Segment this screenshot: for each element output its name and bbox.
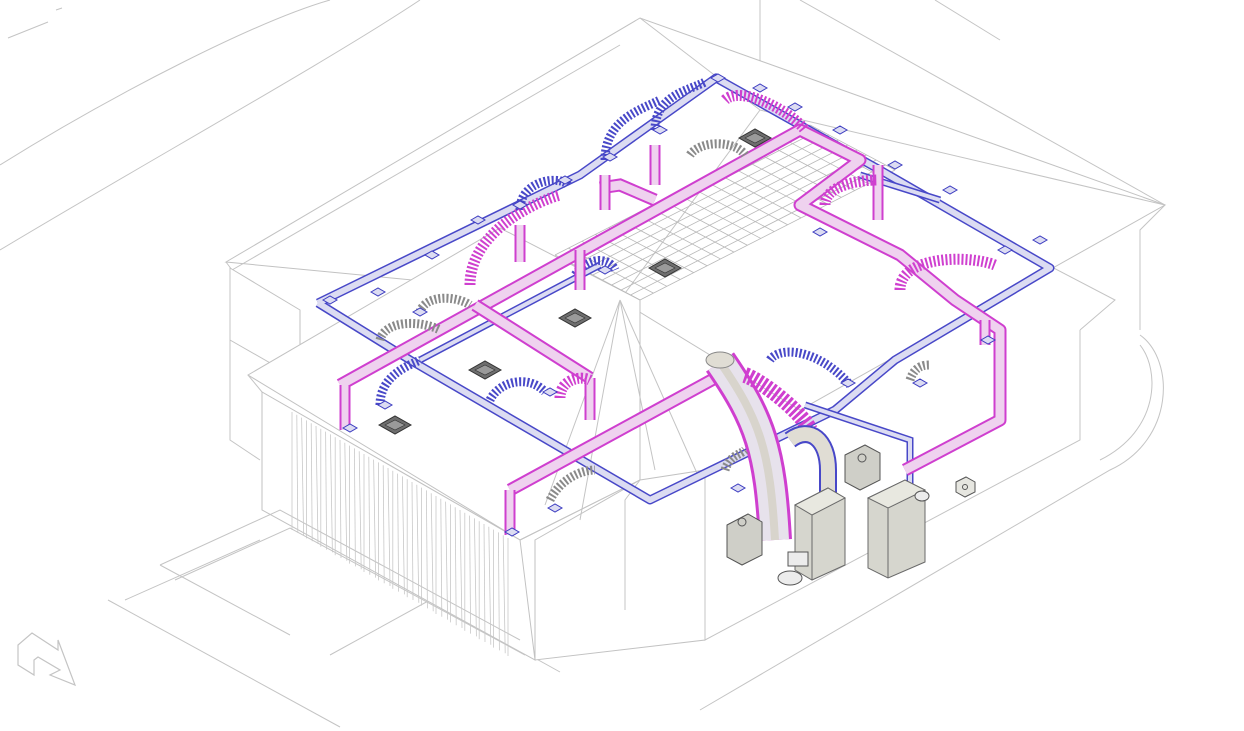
facade-slat	[382, 465, 385, 584]
curved-return-arrow-icon	[17, 632, 77, 687]
facade-slat	[498, 532, 500, 651]
facade-slat	[469, 515, 471, 634]
facade-slat	[387, 467, 391, 587]
facade-slat	[459, 509, 463, 629]
ceiling-diffuser-icon	[979, 335, 997, 345]
ceiling-diffuser-icon	[376, 400, 394, 410]
ceiling-diffuser-icon	[941, 185, 959, 195]
toilet-fixture	[777, 490, 930, 586]
facade-slat	[440, 498, 443, 617]
water-heater-box	[844, 444, 881, 491]
hatch-line	[602, 149, 858, 281]
facade-curtain-slats	[291, 412, 509, 656]
floor-grilles	[377, 128, 773, 435]
hatch-line	[621, 220, 708, 267]
ceiling-diffuser-icon	[423, 250, 441, 260]
ceiling-diffuser-icon	[751, 83, 769, 93]
facade-slat	[488, 526, 492, 645]
hatch-line	[583, 139, 839, 271]
hatch-line	[630, 164, 886, 296]
facade-slat	[397, 473, 399, 592]
main-supply-trunk	[705, 351, 837, 541]
ceiling-diffuser-icon	[546, 503, 564, 513]
return-grille-insert	[384, 419, 406, 431]
ceiling-diffuser-icon	[786, 102, 804, 112]
gray-flex-ducts	[375, 139, 931, 503]
ceiling-diffuser-icon	[469, 215, 487, 225]
hatch-line	[715, 172, 802, 219]
ceiling-diffuser-icon	[503, 527, 521, 537]
facade-slat	[301, 417, 304, 536]
hatch-line	[611, 154, 867, 286]
facade-slat	[430, 493, 434, 612]
facade-slat	[315, 425, 319, 545]
ceiling-diffuser-icon	[729, 483, 747, 493]
small-equipment-box	[955, 476, 976, 498]
mechanical-equipment	[726, 444, 976, 586]
ceiling-diffuser-icon	[596, 265, 614, 275]
ceiling-diffuser-icon	[651, 125, 669, 135]
ceiling-diffuser-icon	[911, 378, 929, 388]
return-grille-insert	[564, 312, 586, 324]
hatch-line	[809, 124, 896, 171]
ceiling-diffuser-icon	[541, 387, 559, 397]
facade-slat	[483, 523, 486, 643]
facade-slat	[330, 434, 333, 553]
supply-ductwork	[336, 90, 1007, 535]
ceiling-diffuser-icon	[1031, 235, 1049, 245]
hatch-line	[769, 145, 855, 191]
facade-slat	[426, 490, 428, 609]
facade-slat	[358, 451, 362, 570]
ceiling-diffuser-icon	[601, 152, 619, 162]
ceiling-diffuser-icon	[831, 125, 849, 135]
ceiling-diffuser-icon	[411, 307, 429, 317]
facade-slat	[368, 456, 371, 575]
vanity-cabinet	[726, 513, 763, 566]
facade-slat	[296, 414, 299, 533]
hatch-line	[662, 199, 748, 246]
ceiling-diffuser-icon	[556, 175, 574, 185]
air-terminals	[321, 73, 1049, 537]
hatch-line	[782, 138, 869, 185]
hatch-line	[675, 193, 761, 239]
facade-slat	[402, 476, 405, 595]
ceiling-diffuser-icon	[511, 200, 529, 210]
ceiling-diffuser-icon	[321, 295, 339, 305]
facade-slat	[502, 535, 506, 654]
ceiling-diffuser-icon	[811, 227, 829, 237]
facade-slat	[310, 423, 313, 542]
ceiling-diffuser-icon	[996, 245, 1014, 255]
facade-slat	[474, 518, 477, 637]
facade-slat	[325, 431, 327, 550]
hatch-line	[702, 179, 788, 226]
return-grille-insert	[474, 364, 496, 376]
return-grille-insert	[654, 262, 676, 274]
hatch-line	[573, 134, 830, 266]
facade-slat	[416, 484, 420, 603]
hatch-line	[648, 206, 735, 253]
ceiling-diffuser-icon	[839, 378, 857, 388]
hatch-line	[689, 186, 775, 232]
facade-slat	[445, 501, 448, 620]
hatch-line	[639, 169, 896, 301]
facade-slat	[373, 459, 376, 578]
hatch-line	[635, 213, 721, 260]
ceiling-diffuser-icon	[886, 160, 904, 170]
facade-slat	[339, 439, 342, 559]
ceiling-diffuser-icon	[709, 73, 727, 83]
facade-slat	[454, 507, 457, 626]
ceiling-diffuser-icon	[341, 423, 359, 433]
return-grille-insert	[744, 132, 766, 144]
air-handler-unit	[866, 479, 927, 579]
ceiling-diffuser-icon	[369, 287, 387, 297]
hatch-line	[592, 144, 848, 276]
facade-slat	[411, 481, 414, 601]
facade-slat	[354, 448, 356, 567]
facade-slat	[344, 442, 348, 561]
